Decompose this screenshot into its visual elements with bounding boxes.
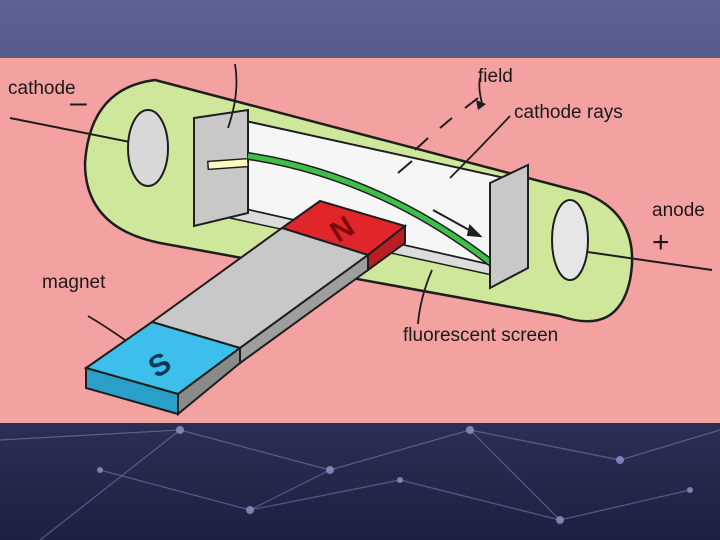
anode-label: anode <box>652 200 705 221</box>
cathode-rays-label: cathode rays <box>514 102 623 123</box>
anode-sign: + <box>652 226 670 259</box>
magnet-leader <box>87 315 126 341</box>
cathode-wire <box>9 117 136 144</box>
anode-plate <box>489 163 529 290</box>
leader-lines <box>87 63 511 341</box>
cathode-sign: – <box>70 86 87 119</box>
magnet-south-end <box>177 346 241 417</box>
network-pattern <box>0 429 720 540</box>
cathode-slit <box>206 157 250 171</box>
screen-leader <box>417 269 433 325</box>
field-lines <box>397 97 479 174</box>
field-label: field <box>478 66 513 87</box>
cathode-leader <box>227 63 238 129</box>
ray-arrow <box>432 209 483 238</box>
cathode-rays-leader <box>449 115 511 179</box>
network-nodes <box>97 426 693 524</box>
field-arrow-head <box>476 100 486 110</box>
cathode-ray-tube-diagram: N S cathode – field cathode rays anode +… <box>0 58 720 423</box>
anode-end-cap <box>551 199 589 281</box>
fluorescent-screen-label: fluorescent screen <box>403 325 558 346</box>
cathode-ray-glow <box>247 153 497 268</box>
cathode-end-cap <box>127 109 169 187</box>
field-leader <box>478 77 483 104</box>
magnet-label: magnet <box>42 272 106 293</box>
cathode-label: cathode <box>8 78 76 99</box>
